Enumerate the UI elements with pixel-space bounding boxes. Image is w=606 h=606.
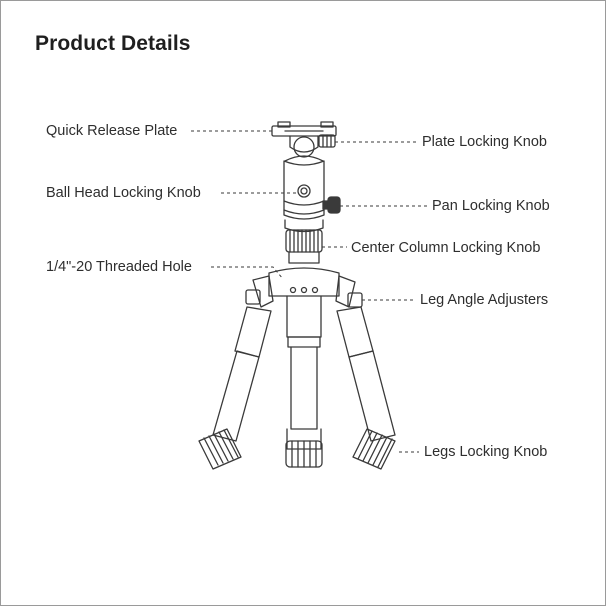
quick-release-plate-shape [272, 122, 336, 136]
label-threaded-hole: 1/4"-20 Threaded Hole [46, 258, 192, 276]
left-leg-shape [199, 307, 271, 469]
label-ball-head-locking-knob: Ball Head Locking Knob [46, 184, 201, 202]
label-pan-locking-knob: Pan Locking Knob [432, 197, 550, 215]
pan-locking-knob-shape [323, 197, 340, 213]
label-center-column-locking-knob: Center Column Locking Knob [351, 239, 540, 257]
leader-threaded-hole [211, 267, 283, 279]
plate-locking-knob-shape [319, 135, 335, 147]
label-plate-locking-knob: Plate Locking Knob [422, 133, 547, 151]
center-column-foot-shape [286, 441, 322, 467]
center-column-shape [287, 296, 321, 449]
right-leg-shape [337, 307, 395, 469]
label-legs-locking-knob: Legs Locking Knob [424, 443, 547, 461]
leg-hub-shape [269, 268, 339, 296]
leg-angle-adjuster-right [336, 276, 362, 307]
ball-head-body-shape [284, 161, 324, 219]
center-column-knob-shape [286, 230, 322, 263]
label-quick-release-plate: Quick Release Plate [46, 122, 177, 140]
ball-head-shape [285, 136, 323, 161]
label-leg-angle-adjusters: Leg Angle Adjusters [420, 291, 548, 309]
